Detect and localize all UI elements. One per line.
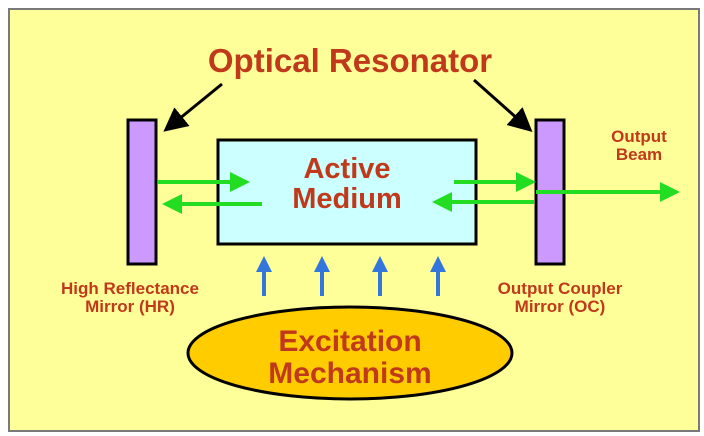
active-medium-line1: Active: [303, 153, 391, 185]
hr-mirror-line2: Mirror (HR): [85, 296, 175, 316]
output-beam-line1: Output: [611, 127, 667, 146]
excitation-line1: Excitation: [278, 325, 422, 358]
excitation-line2: Mechanism: [268, 356, 432, 390]
oc-mirror-line1: Output Coupler: [497, 279, 623, 298]
hr-mirror: [126, 118, 158, 266]
output-beam-label: Output Beam: [596, 128, 682, 164]
active-medium-line2: Medium: [292, 183, 402, 216]
output-beam-line2: Beam: [615, 144, 663, 164]
hr-mirror-line1: High Reflectance: [61, 279, 199, 298]
optical-resonator-title: Optical Resonator: [207, 42, 493, 79]
oc-mirror-label: Output Coupler Mirror (OC): [480, 280, 640, 316]
active-medium-label: Active Medium: [218, 154, 476, 215]
excitation-ellipse: [186, 305, 514, 401]
resonator-pointer-right: [473, 78, 533, 132]
excitation-label: Excitation Mechanism: [188, 326, 512, 389]
oc-mirror-line2: Mirror (OC): [514, 296, 606, 316]
hr-mirror-label: High Reflectance Mirror (HR): [40, 280, 220, 316]
resonator-pointer-left: [163, 82, 223, 132]
